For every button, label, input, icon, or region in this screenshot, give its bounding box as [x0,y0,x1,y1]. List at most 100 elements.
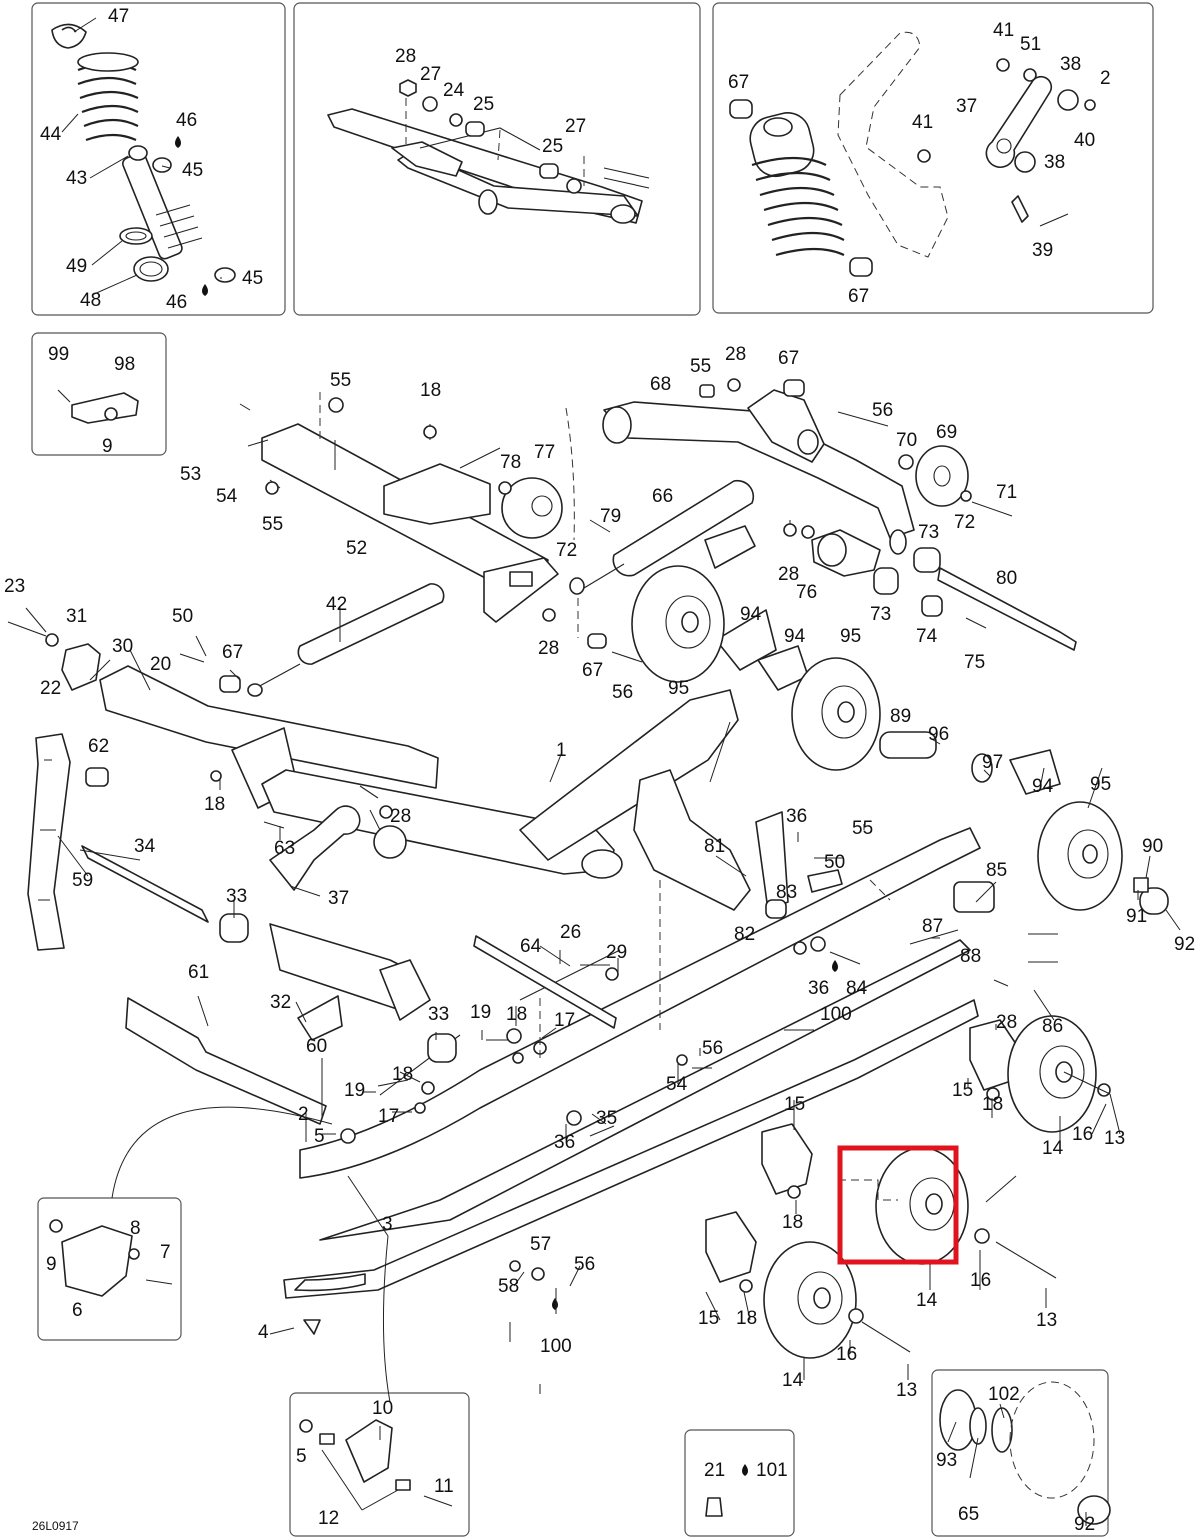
callout-39: 39 [1032,240,1053,261]
callout-56: 56 [872,400,893,421]
callout-56: 56 [574,1254,595,1275]
callout-5: 5 [314,1126,325,1147]
callout-33: 33 [428,1004,449,1025]
callout-92: 92 [1174,934,1195,955]
callout-55: 55 [330,370,351,391]
wheel-95a [631,565,725,683]
callout-83: 83 [776,882,797,903]
callout-49: 49 [66,256,87,277]
callout-91: 91 [1126,906,1147,927]
callout-10: 10 [372,1398,393,1419]
callout-67: 67 [728,72,749,93]
callout-18: 18 [204,794,225,815]
callout-18: 18 [392,1064,413,1085]
callout-29: 29 [606,942,627,963]
callout-56: 56 [702,1038,723,1059]
bracket-inset [57,389,139,424]
callout-53: 53 [180,464,201,485]
callout-14: 14 [916,1290,938,1311]
small-insets [49,1219,1111,1525]
callout-31: 31 [66,606,87,627]
callout-15: 15 [698,1308,719,1329]
rear-arm-assembly [498,378,1077,651]
callout-43: 43 [66,168,87,189]
inset-frames [31,2,1154,1537]
callout-85: 85 [986,860,1007,881]
callout-13: 13 [1036,1310,1057,1331]
mid-shafts [81,609,1169,1310]
callout-68: 68 [650,374,671,395]
callout-62: 62 [88,736,109,757]
callout-86: 86 [1042,1016,1063,1037]
callout-2: 2 [1100,68,1111,89]
callout-28: 28 [395,46,416,67]
callout-67: 67 [848,286,869,307]
callout-64: 64 [520,936,542,957]
callout-100: 100 [820,1004,852,1025]
callout-37: 37 [956,96,977,117]
callout-98: 98 [114,354,135,375]
callout-45: 45 [182,160,203,181]
callout-38: 38 [1060,54,1081,75]
wheel-14a [1007,1015,1111,1133]
rear-shock-inset [729,31,1096,277]
callout-79: 79 [600,506,621,527]
callout-60: 60 [306,1036,327,1057]
callout-81: 81 [704,836,725,857]
callout-55: 55 [262,514,283,535]
callout-101: 101 [756,1460,788,1481]
upper-arm-hardware [399,79,650,194]
callout-77: 77 [534,442,555,463]
callout-71: 71 [996,482,1017,503]
callout-94: 94 [740,604,762,625]
callout-labels: 47 44 46 43 45 49 48 46 45 28 27 24 25 2… [4,6,1195,1535]
callout-7: 7 [160,1242,171,1263]
callout-13: 13 [1104,1128,1125,1149]
callout-28: 28 [538,638,559,659]
callout-76: 76 [796,582,817,603]
center-shock [542,479,756,663]
callout-36: 36 [808,978,829,999]
callout-94: 94 [1032,776,1054,797]
callout-45: 45 [242,268,263,289]
callout-56: 56 [612,682,633,703]
callout-22: 22 [40,678,61,699]
wheel-14b [875,1147,1057,1279]
wheel-95c [1037,801,1123,911]
callout-27: 27 [420,64,441,85]
callout-73: 73 [918,522,939,543]
callout-14: 14 [782,1370,804,1391]
callout-28: 28 [725,344,746,365]
drawing-code: 26L0917 [32,1519,79,1533]
callout-13: 13 [896,1380,917,1401]
callout-37: 37 [328,888,349,909]
callout-18: 18 [506,1004,527,1025]
callout-80: 80 [996,568,1017,589]
callout-26: 26 [560,922,581,943]
callout-19: 19 [470,1002,491,1023]
callout-72: 72 [556,540,577,561]
callout-36: 36 [554,1132,575,1153]
callout-2: 2 [298,1104,309,1125]
callout-18: 18 [782,1212,803,1233]
callout-33: 33 [226,886,247,907]
callout-6: 6 [72,1300,83,1321]
callout-48: 48 [80,290,101,311]
callout-28: 28 [778,564,799,585]
callout-55: 55 [690,356,711,377]
callout-47: 47 [108,6,129,27]
callout-69: 69 [936,422,957,443]
callout-8: 8 [130,1218,141,1239]
front-shock [219,583,445,697]
callout-96: 96 [928,724,949,745]
callout-93: 93 [936,1450,957,1471]
callout-78: 78 [500,452,521,473]
callout-54: 54 [666,1074,688,1095]
callout-95: 95 [840,626,861,647]
callout-95: 95 [1090,774,1111,795]
callout-15: 15 [952,1080,973,1101]
callout-102: 102 [988,1384,1020,1405]
callout-28: 28 [996,1012,1017,1033]
callout-90: 90 [1142,836,1163,857]
callout-34: 34 [134,836,156,857]
